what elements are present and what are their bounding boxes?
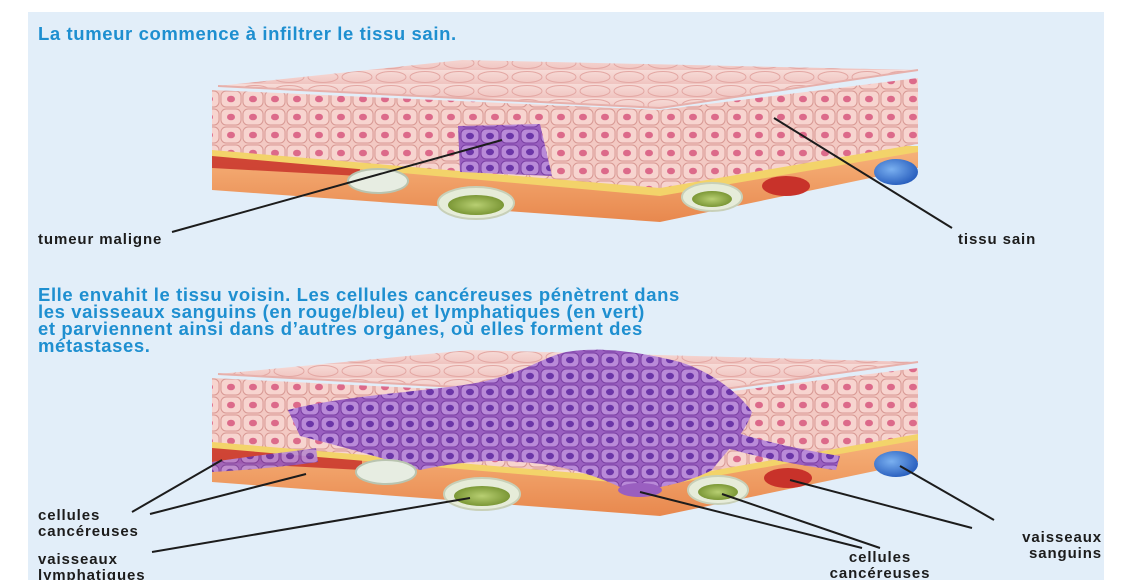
caption-stage-2: Elle envahit le tissu voisin. Les cellul…: [38, 286, 680, 354]
tumor-region-1: [458, 124, 552, 176]
label-cancer-cells-left: cellules cancéreuses: [38, 508, 139, 540]
label-lymph-vessels: vaisseaux lymphatiques: [38, 552, 146, 580]
label-healthy-tissue: tissu sain: [958, 232, 1036, 248]
blood-vessel-red-2: [764, 468, 812, 488]
blood-vessel-red-1: [762, 176, 810, 196]
label-blood-vessels: vaisseaux sanguins: [960, 530, 1102, 562]
caption-line-4: métastases.: [38, 337, 680, 354]
caption-stage-1: La tumeur commence à infiltrer le tissu …: [38, 24, 457, 43]
label-malignant-tumor: tumeur maligne: [38, 232, 162, 248]
tissue-block-2: [132, 350, 994, 552]
tissue-block-1: [172, 60, 952, 232]
label-cancer-cells-right: cellules cancéreuses: [818, 550, 942, 580]
blood-vessel-blue-1: [874, 159, 918, 185]
